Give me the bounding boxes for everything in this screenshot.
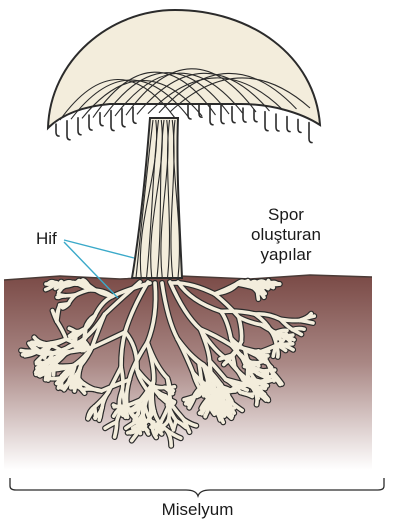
mycelium-brace <box>10 478 384 496</box>
spore-label-line-2: oluşturan <box>226 225 346 245</box>
hypha-segment <box>60 304 69 305</box>
hypha-segment <box>39 343 51 345</box>
cap-gill <box>89 115 92 130</box>
hypha-segment <box>60 282 63 284</box>
hypha-segment <box>160 397 168 399</box>
hypha-segment <box>58 295 65 296</box>
spore-label-line-3: yapılar <box>226 245 346 265</box>
cap-gill <box>78 118 81 135</box>
cap-gill <box>221 106 224 124</box>
hypha-segment <box>252 362 259 363</box>
hypha-segment <box>100 408 102 418</box>
hypha-segment <box>83 389 102 391</box>
spore-structures-label: Spor oluşturan yapılar <box>226 205 346 265</box>
hypha-segment <box>258 292 259 299</box>
mushroom-stalk <box>132 118 182 278</box>
cap-gill <box>265 112 268 131</box>
cap-gill <box>210 105 213 125</box>
cap-gill <box>122 109 125 127</box>
cap-gill <box>100 113 103 126</box>
cap-gill <box>111 111 114 131</box>
mycelium-label: Miselyum <box>0 500 395 520</box>
cap-gill <box>243 108 246 122</box>
cap-gill <box>276 114 279 131</box>
hypha-segment <box>243 282 248 284</box>
hypha-segment <box>293 329 305 330</box>
hypha-segment <box>258 374 268 375</box>
mushroom-cap <box>48 10 320 143</box>
cap-gill <box>232 107 235 123</box>
spore-label-line-1: Spor <box>226 205 346 225</box>
cap-gill <box>188 104 191 119</box>
hypha-segment <box>121 367 123 390</box>
hif-label: Hif <box>36 229 57 249</box>
hypha-segment <box>21 351 33 352</box>
cap-gill <box>309 123 312 143</box>
cap-gill <box>287 117 290 132</box>
hypha-segment <box>267 283 276 284</box>
hypha-segment <box>114 406 124 407</box>
cap-gill <box>133 107 136 123</box>
cap-gill <box>67 121 70 140</box>
cap-gill <box>56 124 59 136</box>
cap-gill <box>298 119 301 132</box>
hypha-segment <box>241 392 253 394</box>
hypha-segment <box>233 356 235 367</box>
